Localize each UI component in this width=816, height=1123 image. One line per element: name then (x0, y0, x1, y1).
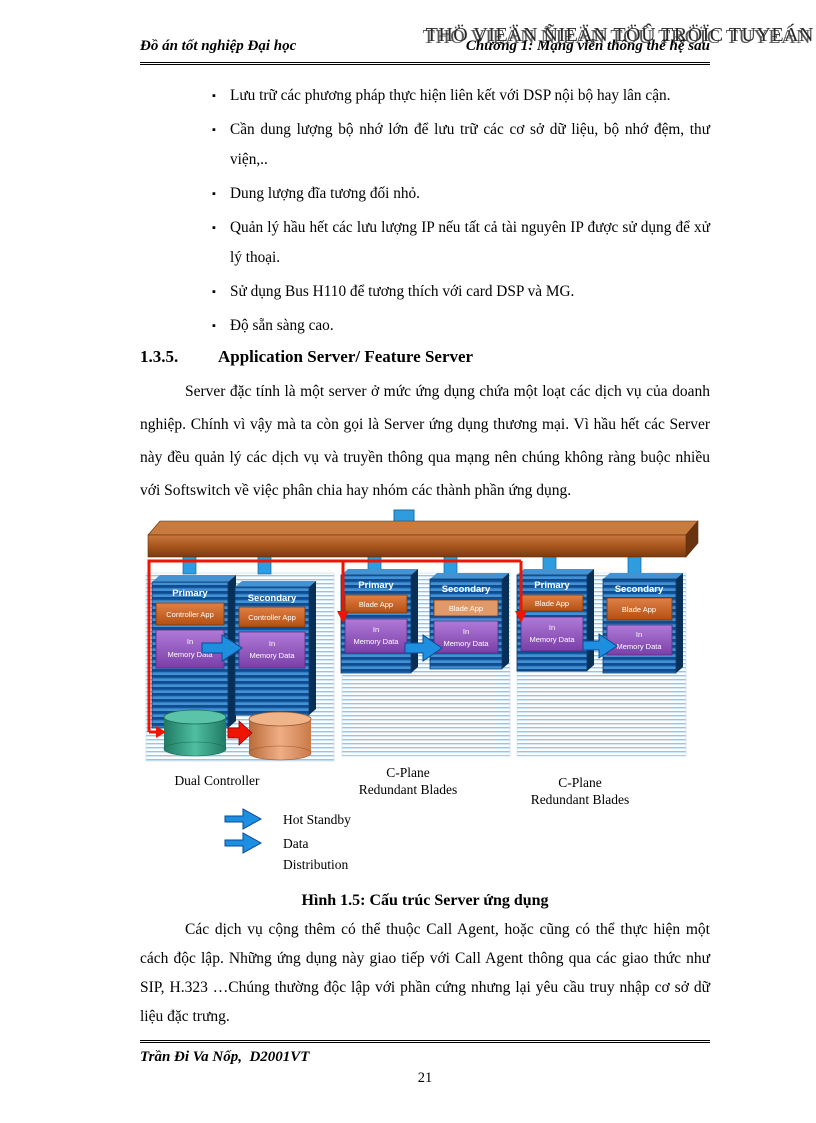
blade-title: Secondary (442, 584, 491, 595)
blade-g2-secondary: Secondary Blade App In Memory Data (429, 573, 509, 670)
red-arrowhead-cylinder (156, 726, 166, 738)
hot-standby-arrow-g3 (582, 633, 618, 659)
memory-label-1: In (187, 637, 193, 646)
blade-g3-primary: Primary Blade App In Memory Data (516, 569, 594, 672)
bullet-item: Quản lý hầu hết các lưu lượng IP nếu tất… (212, 213, 710, 273)
app-label: Blade App (535, 599, 569, 608)
header-left-title: Đồ án tốt nghiệp Đại học (140, 38, 297, 54)
app-label: Blade App (359, 600, 393, 609)
blade-g1-secondary: Secondary Controller App In Memory Data (234, 581, 316, 716)
paragraph-2: Các dịch vụ cộng thêm có thể thuộc Call … (140, 921, 710, 1025)
footer-author: Trần Đi Va Nốp, D2001VT (140, 1049, 310, 1065)
page-header: Đồ án tốt nghiệp Đại học Chương 1: Mạng … (140, 36, 710, 65)
memory-label-2: Memory Data (353, 637, 399, 646)
memory-box (606, 624, 673, 656)
section-heading: 1.3.5. Application Server/ Feature Server (140, 345, 710, 369)
memory-label-1: In (373, 625, 379, 634)
memory-box (344, 618, 408, 654)
header-right-chapter: Chương 1: Mạng viễn thông thế hệ sau (465, 38, 710, 54)
paragraph-1: Server đặc tính là một server ở mức ứng … (140, 383, 710, 499)
backplane-rail (147, 520, 699, 558)
hot-standby-arrow-g2 (404, 634, 443, 662)
bullet-list: Lưu trữ các phương pháp thực hiện liên k… (140, 81, 710, 341)
page-number: 21 (417, 1070, 433, 1086)
app-box (344, 594, 408, 614)
memory-label-2: Memory Data (529, 635, 575, 644)
bullet-item: Sử dụng Bus H110 để tương thích với card… (212, 277, 710, 307)
memory-label-1: In (549, 623, 555, 632)
blade-title: Primary (172, 588, 208, 599)
bullet-item: Cần dung lượng bộ nhớ lớn để lưu trữ các… (212, 115, 710, 175)
app-label: Controller App (166, 610, 214, 619)
app-box (238, 606, 306, 628)
blade-title: Primary (534, 580, 570, 591)
green-database-cylinder (163, 709, 227, 757)
memory-box (520, 616, 584, 652)
bullet-item: Lưu trữ các phương pháp thực hiện liên k… (212, 81, 710, 111)
section-number: 1.3.5. (140, 347, 179, 366)
app-label: Blade App (449, 604, 483, 613)
legend-data-label: Data (283, 836, 308, 851)
blade-title: Primary (358, 580, 394, 591)
app-box (606, 597, 673, 621)
figure-server-architecture: Primary Controller App In Memory Data Se… (140, 507, 710, 887)
legend-hot-standby-arrow (224, 808, 263, 830)
section-title: Application Server/ Feature Server (218, 347, 474, 366)
app-label: Controller App (248, 613, 296, 622)
legend-data-distribution-arrow (224, 832, 263, 854)
memory-label-2: Memory Data (443, 639, 489, 648)
app-box (433, 599, 499, 617)
red-distribution-bus (147, 559, 523, 734)
app-box (155, 602, 225, 626)
memory-label-1: In (269, 639, 275, 648)
memory-label-1: In (636, 630, 642, 639)
red-arrowhead-g2 (337, 611, 349, 623)
memory-box (433, 620, 499, 654)
blade-title: Secondary (248, 593, 297, 604)
label-dual-controller: Dual Controller (174, 773, 260, 788)
figure-caption: Hình 1.5: Cấu trúc Server ứng dụng (301, 892, 549, 909)
app-label: Blade App (622, 605, 656, 614)
bullet-item: Độ sẵn sàng cao. (212, 311, 710, 341)
label-cplane-1-line2: Redundant Blades (359, 782, 458, 797)
orange-database-cylinder (248, 711, 312, 761)
memory-label-2: Memory Data (616, 642, 662, 651)
memory-box (238, 631, 306, 669)
memory-label-1: In (463, 627, 469, 636)
label-cplane-2-line1: C-Plane (558, 775, 602, 790)
memory-label-2: Memory Data (249, 651, 295, 660)
label-cplane-1-line1: C-Plane (386, 765, 430, 780)
blade-g3-secondary: Secondary Blade App In Memory Data (602, 573, 683, 674)
blade-title: Secondary (615, 584, 664, 595)
legend-distribution-label: Distribution (283, 857, 349, 872)
server-architecture-diagram: Primary Controller App In Memory Data Se… (145, 509, 699, 872)
red-arrowhead-g3 (515, 611, 527, 623)
watermark-text: THÖ VIEÄN ÑIEÄN TÖÛ TRÖÏC TUYEÁN (425, 24, 814, 46)
hot-standby-arrow-g1 (201, 634, 243, 662)
red-arrow-between-cylinders (227, 720, 253, 746)
legend-hot-standby-label: Hot Standby (283, 812, 351, 827)
memory-label-2: Memory Data (167, 650, 213, 659)
page-footer: Trần Đi Va Nốp, D2001VT 21 (140, 1040, 710, 1087)
blade-g1-primary: Primary Controller App In Memory Data (151, 575, 236, 729)
label-cplane-2-line2: Redundant Blades (531, 792, 630, 807)
bullet-item: Dung lượng đĩa tương đối nhỏ. (212, 179, 710, 209)
blade-g2-primary: Primary Blade App In Memory Data (340, 569, 418, 674)
